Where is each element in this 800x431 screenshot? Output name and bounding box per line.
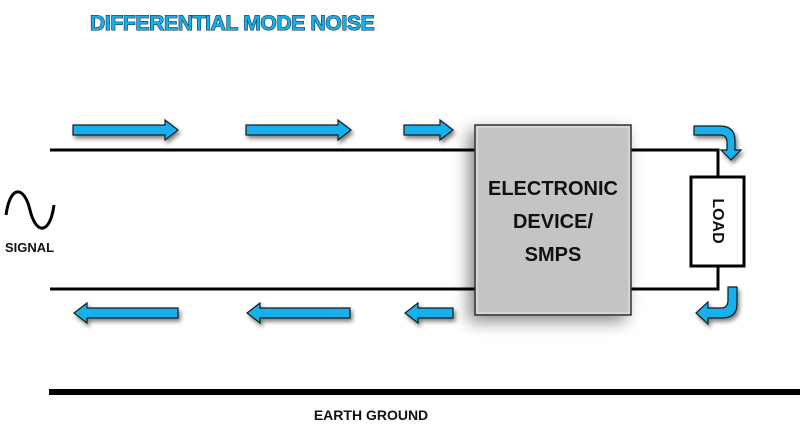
load-box: LOAD	[689, 175, 746, 268]
signal-label: SIGNAL	[5, 240, 54, 255]
device-label-line-1: ELECTRONIC	[488, 178, 618, 200]
arrow-right-3	[403, 118, 454, 142]
diagram-title: DIFFERENTIAL MODE NOISE	[90, 12, 375, 35]
load-label: LOAD	[709, 198, 726, 243]
arrow-left-3	[404, 301, 454, 325]
arrow-right-1	[72, 118, 179, 142]
arrow-left-2	[246, 301, 351, 325]
device-label-line-2: DEVICE/	[513, 211, 593, 233]
load-top-wire	[630, 148, 720, 178]
load-bottom-wire	[630, 264, 720, 291]
curved-arrow-left	[695, 286, 738, 326]
curved-arrow-down	[693, 125, 743, 161]
earth-ground-label: EARTH GROUND	[314, 407, 428, 423]
device-label-line-3: SMPS	[525, 244, 582, 266]
arrow-left-1	[73, 301, 179, 325]
earth-ground-line	[49, 389, 800, 395]
electronic-device-box: ELECTRONIC DEVICE/ SMPS	[474, 124, 632, 316]
sine-wave-icon	[4, 190, 56, 230]
arrow-right-2	[245, 118, 352, 142]
